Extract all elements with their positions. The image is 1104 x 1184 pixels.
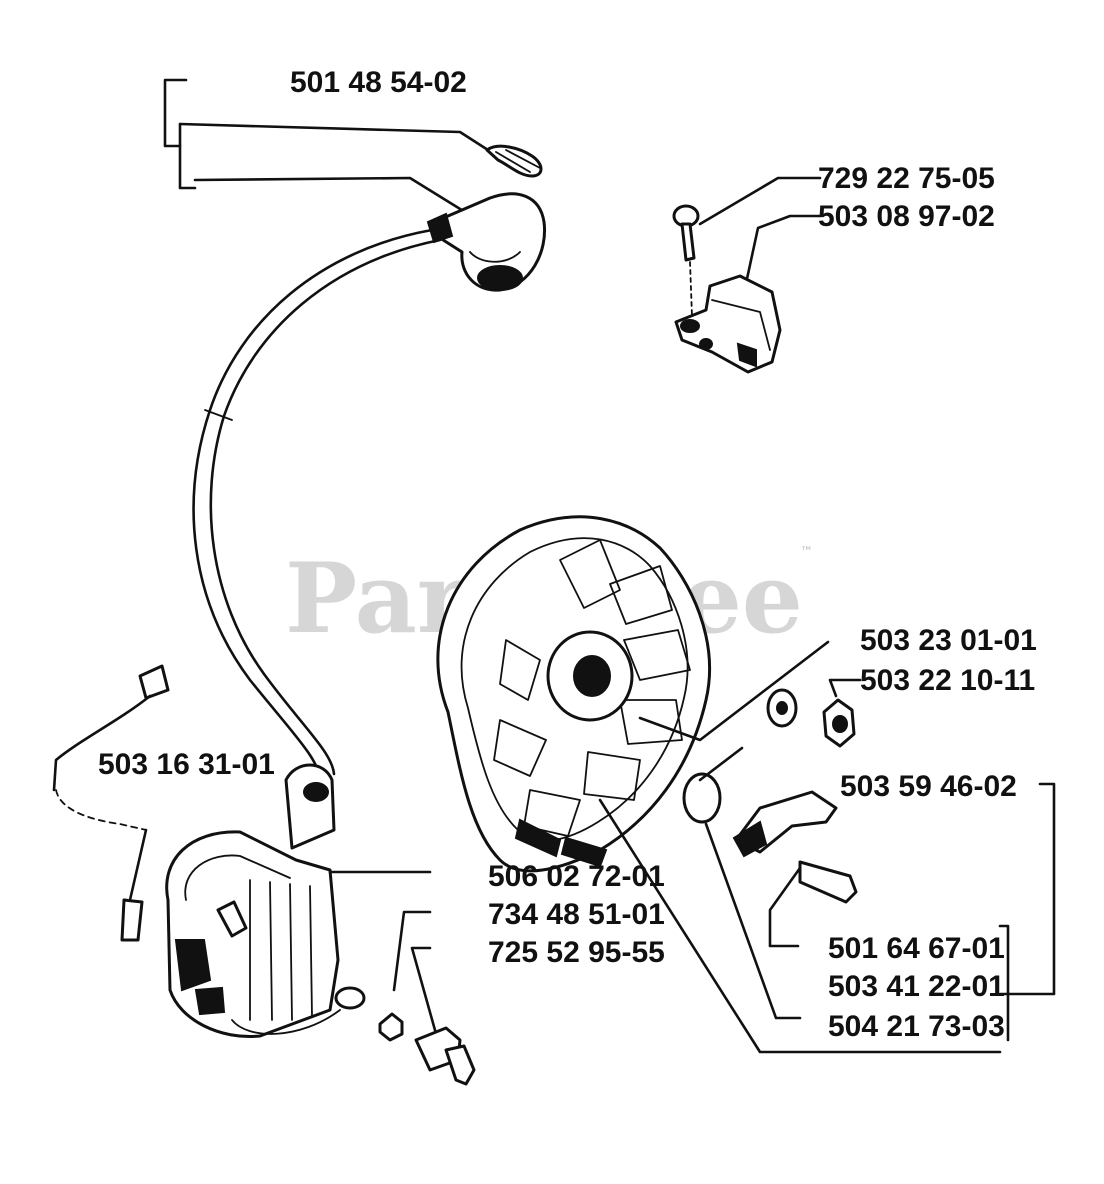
ignition-module-group (672, 176, 822, 374)
label-coil-3: 725 52 95-55 (488, 936, 665, 969)
label-flywheel-pawl: 503 59 46-02 (840, 770, 1017, 803)
label-flywheel: 504 21 73-03 (828, 1010, 1005, 1043)
label-module: 503 08 97-02 (818, 200, 995, 233)
label-spark-plug-cap: 501 48 54-02 (290, 66, 467, 99)
label-ring: 503 41 22-01 (828, 970, 1005, 1003)
wire-connector-group (52, 664, 170, 942)
label-bolt: 501 64 67-01 (828, 932, 1005, 965)
washer-nut-group (766, 678, 862, 748)
flywheel-group (436, 515, 1002, 1054)
label-coil-1: 506 02 72-01 (488, 860, 665, 893)
label-coil-2: 734 48 51-01 (488, 898, 665, 931)
label-screw-top: 729 22 75-05 (818, 162, 995, 195)
label-washer: 503 23 01-01 (860, 624, 1037, 657)
watermark-trademark: ™ (800, 545, 813, 560)
part-labels: 501 48 54-02 729 22 75-05 503 08 97-02 5… (98, 66, 1037, 1043)
ignition-coil-group (165, 763, 476, 1086)
spark-plug-cap-group (163, 78, 547, 782)
label-wire-connector: 503 16 31-01 (98, 748, 275, 781)
label-nut: 503 22 10-11 (860, 664, 1035, 697)
pawl-bolt-group (682, 746, 1056, 1042)
